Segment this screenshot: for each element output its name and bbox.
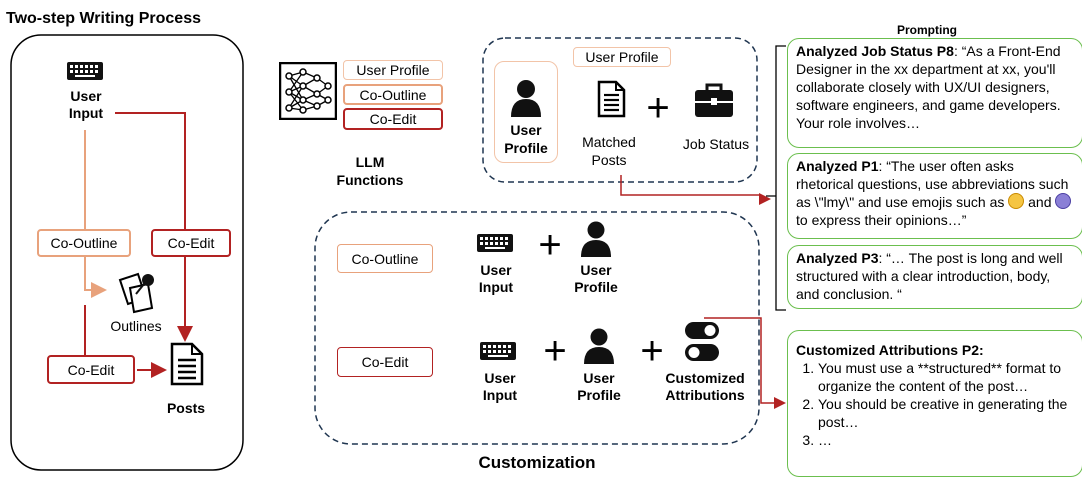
context-box (482, 37, 758, 183)
toggle-switches-icon (685, 322, 719, 361)
outlines-label: Outlines (110, 318, 162, 334)
prompting-title: Prompting (897, 23, 957, 37)
prompt-card-p3: Analyzed P3: “… The post is long and wel… (787, 245, 1082, 309)
outlines-icon (118, 272, 154, 314)
briefcase-icon (695, 83, 733, 117)
neural-network-icon (279, 62, 337, 120)
card2-head: Analyzed P1 (796, 158, 879, 174)
keyboard-icon (67, 62, 103, 80)
user-profile-card (494, 61, 558, 163)
co-edit-tag-right: Co-Edit (151, 229, 231, 257)
matched-posts-document-icon (597, 80, 626, 118)
llm-functions-label: LLM Functions (336, 154, 404, 188)
posts-document-icon (170, 342, 204, 386)
card1-head: Analyzed Job Status P8 (796, 43, 954, 59)
prompt-card-p1: Analyzed P1: “The user often asks rhetor… (787, 153, 1082, 239)
row2-plus-2: + (640, 329, 664, 373)
customized-attributions-label: Customized Attributions (665, 370, 745, 403)
grinning-sweat-emoji-icon (1008, 193, 1025, 209)
card4-item: You should be creative in generating the… (818, 395, 1074, 431)
cat-face-emoji-icon (1055, 193, 1072, 209)
row2-plus-1: + (543, 329, 567, 373)
row2-user-profile-label: User Profile (577, 370, 621, 403)
card4-head: Customized Attributions P2: (796, 342, 984, 358)
card3-body: : “… The post is long and well structure… (796, 250, 1063, 302)
row2-keyboard-icon (480, 342, 516, 360)
card4-list: You must use a **structured** format to … (796, 359, 1074, 449)
co-edit-tag-bottom: Co-Edit (47, 355, 135, 384)
card4-item: You must use a **structured** format to … (818, 359, 1074, 395)
posts-to-prompt-arrow (620, 175, 771, 205)
customization-title: Customization (478, 453, 596, 472)
card2-and: and (1028, 194, 1052, 210)
two-step-frame (10, 34, 244, 471)
row1-user-profile-icon (581, 221, 611, 257)
card2-body2: to express their opinions…” (796, 212, 967, 228)
outline-arrow (84, 130, 107, 298)
prompt-card-job-status: Analyzed Job Status P8: “As a Front-End … (787, 38, 1082, 148)
two-step-title: Two-step Writing Process (6, 10, 201, 27)
row1-keyboard-icon (477, 234, 513, 252)
llm-tag-user-profile: User Profile (343, 60, 443, 80)
card2-body1: : “The user often asks rhetorical questi… (796, 158, 1069, 210)
custom-co-edit-tag: Co-Edit (337, 347, 433, 377)
row2-user-profile-icon (584, 328, 614, 364)
card3-head: Analyzed P3 (796, 250, 879, 266)
card4-item: … (818, 431, 1074, 449)
customization-box (314, 211, 760, 445)
user-input-label: User Input (68, 88, 104, 121)
matched-posts-label: Matched Posts (582, 134, 636, 168)
job-status-label: Job Status (682, 136, 750, 152)
row1-user-input-label: User Input (478, 262, 514, 295)
edit-arrow-right (115, 112, 193, 342)
llm-tag-co-outline: Co-Outline (343, 84, 443, 105)
row1-user-profile-label: User Profile (574, 262, 618, 295)
co-outline-tag: Co-Outline (37, 229, 131, 257)
prompt-bracket (766, 45, 786, 311)
user-profile-icon (511, 80, 541, 117)
top-user-profile-tag: User Profile (573, 47, 671, 67)
row2-user-input-label: User Input (482, 370, 518, 403)
row1-plus: + (538, 223, 562, 267)
top-user-profile-label: User Profile (504, 122, 548, 156)
attr-to-card-arrow (704, 317, 786, 409)
card1-body: : “As a Front-End Designer in the xx dep… (796, 43, 1061, 131)
custom-co-outline-tag: Co-Outline (337, 244, 433, 273)
posts-label: Posts (166, 400, 206, 416)
plus-sign: + (646, 86, 670, 130)
llm-tag-co-edit: Co-Edit (343, 108, 443, 130)
prompt-card-p2: Customized Attributions P2: You must use… (787, 330, 1082, 477)
